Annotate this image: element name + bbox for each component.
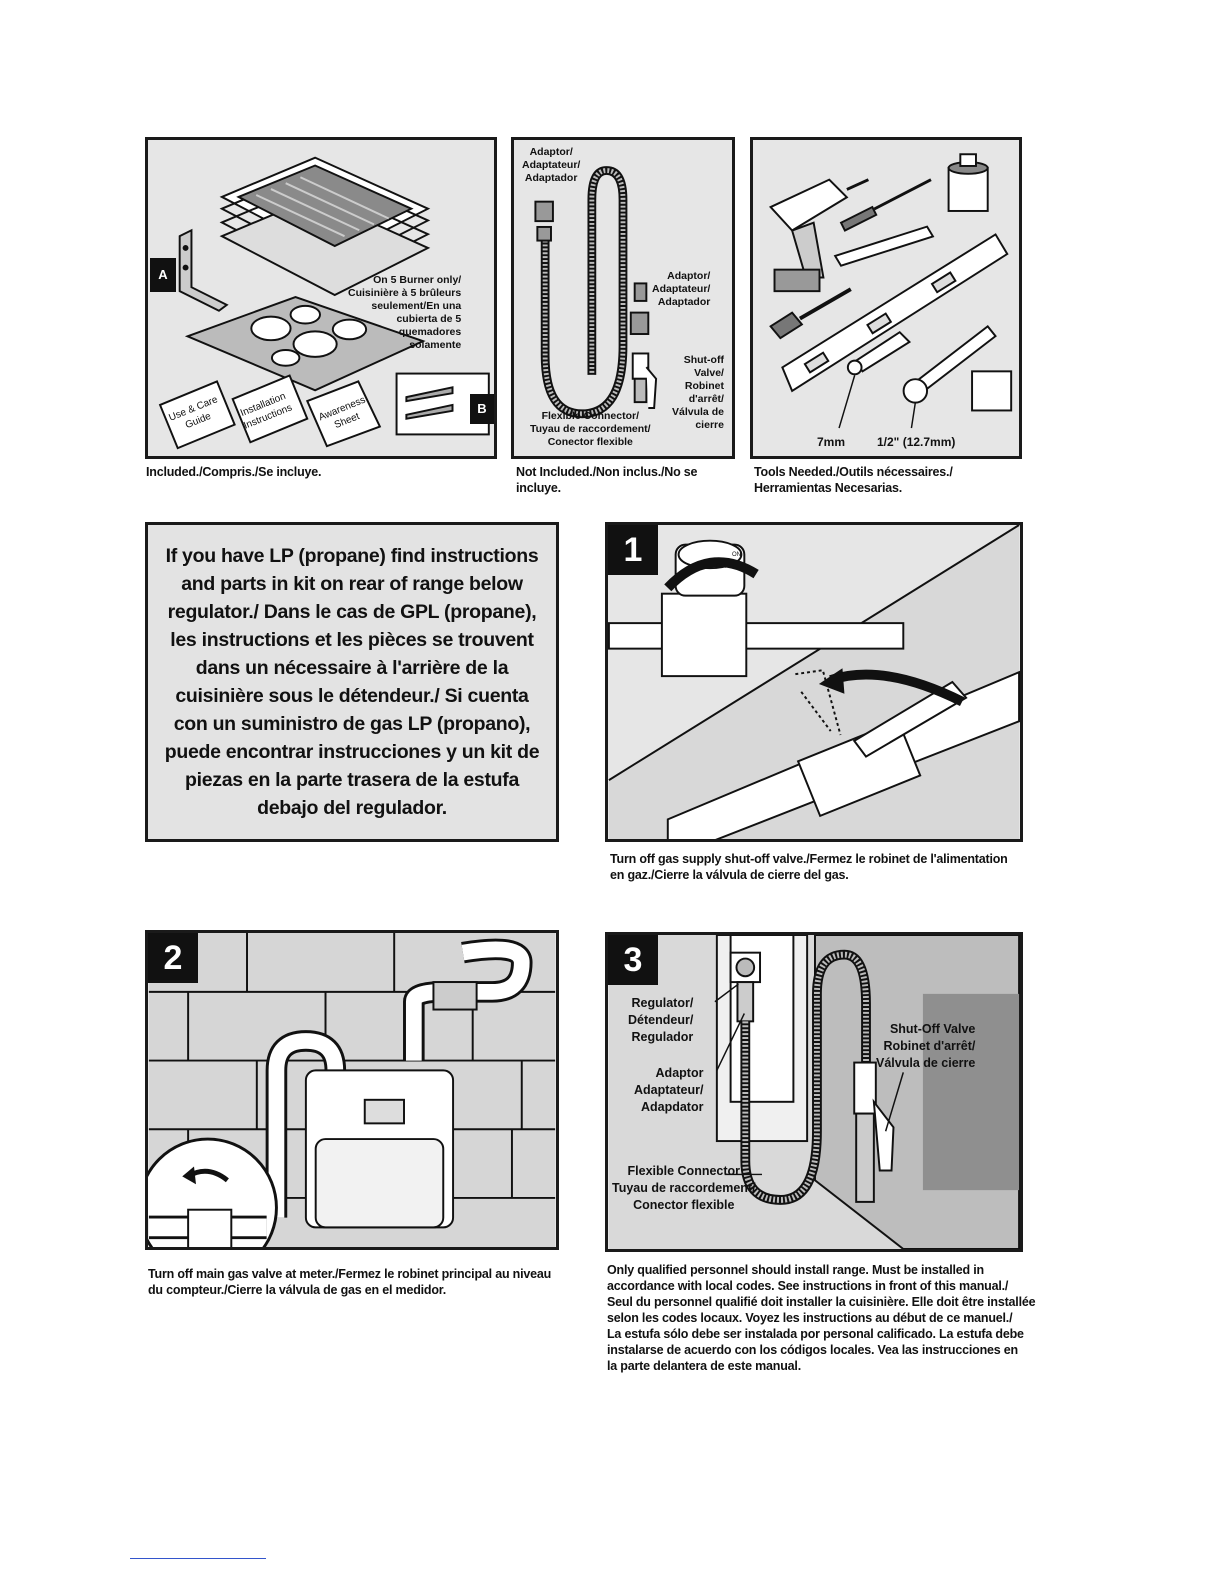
step2-caption: Turn off main gas valve at meter./Fermez… bbox=[148, 1267, 552, 1297]
not-included-panel: Adaptor/ Adaptateur/ Adaptador Adaptor/ … bbox=[511, 137, 735, 459]
five-burner-label: On 5 Burner only/ Cuisinière à 5 brûleur… bbox=[348, 274, 462, 351]
step1-caption: Turn off gas supply shut-off valve./Ferm… bbox=[610, 852, 1008, 882]
dial-on-label: ON bbox=[732, 552, 741, 558]
step1-panel: 1 ON OFF bbox=[605, 522, 1023, 842]
footer-rule bbox=[130, 1558, 266, 1559]
regulator-label: Regulator/ Détendeur/ Regulador bbox=[628, 996, 694, 1044]
tools-illustration bbox=[768, 153, 1013, 429]
not-included-caption: Not Included./Non inclus./No se incluye. bbox=[516, 465, 698, 495]
included-panel: A B On 5 Burner only/ Cuisinière à 5 brû… bbox=[145, 137, 497, 459]
shutoff-valve-illustration bbox=[608, 525, 1020, 839]
step3-panel: 3 Regulator/ Détendeur/ Regulador Adapto… bbox=[605, 932, 1023, 1252]
step3-caption: Only qualified personnel should install … bbox=[607, 1263, 1036, 1373]
badge-a: A bbox=[150, 258, 176, 292]
lp-propane-notice: If you have LP (propane) find instructio… bbox=[145, 522, 559, 842]
size-half-inch-label: 1/2" (12.7mm) bbox=[877, 435, 956, 449]
step2-number: 2 bbox=[148, 933, 198, 983]
gas-connector-illustration bbox=[534, 166, 658, 419]
flexible-connector-label: Flexible Connector/ Tuyau de raccordemen… bbox=[530, 410, 651, 448]
size-7mm-label: 7mm bbox=[817, 435, 846, 449]
gas-meter-illustration bbox=[148, 933, 556, 1247]
step1-number: 1 bbox=[608, 525, 658, 575]
dial-off-label: OFF bbox=[716, 564, 728, 570]
tools-caption: Tools Needed./Outils nécessaires./ Herra… bbox=[754, 465, 953, 495]
tools-panel: 7mm 1/2" (12.7mm) bbox=[750, 137, 1022, 459]
shutoff-valve-label: Shut-Off Valve Robinet d'arrêt/ Válvula … bbox=[876, 1022, 976, 1070]
included-parts-illustration bbox=[158, 156, 490, 450]
included-caption: Included./Compris./Se incluye. bbox=[146, 465, 322, 479]
regulator-connection-illustration bbox=[608, 935, 1020, 1249]
shutoff-valve-label: Shut-off Valve/ Robinet d'arrêt/ Válvula… bbox=[672, 354, 724, 431]
step2-panel: 2 bbox=[145, 930, 559, 1250]
adaptor-label: Adaptor Adaptateur/ Adapdator bbox=[634, 1066, 704, 1114]
lp-propane-notice-text: If you have LP (propane) find instructio… bbox=[164, 545, 540, 819]
adaptor-right-label: Adaptor/ Adaptateur/ Adaptador bbox=[652, 270, 711, 308]
flexible-connector-label: Flexible Connector Tuyau de raccordement… bbox=[612, 1164, 756, 1212]
badge-b: B bbox=[470, 394, 494, 424]
step3-number: 3 bbox=[608, 935, 658, 985]
adaptor-top-label: Adaptor/ Adaptateur/ Adaptador bbox=[522, 146, 581, 184]
